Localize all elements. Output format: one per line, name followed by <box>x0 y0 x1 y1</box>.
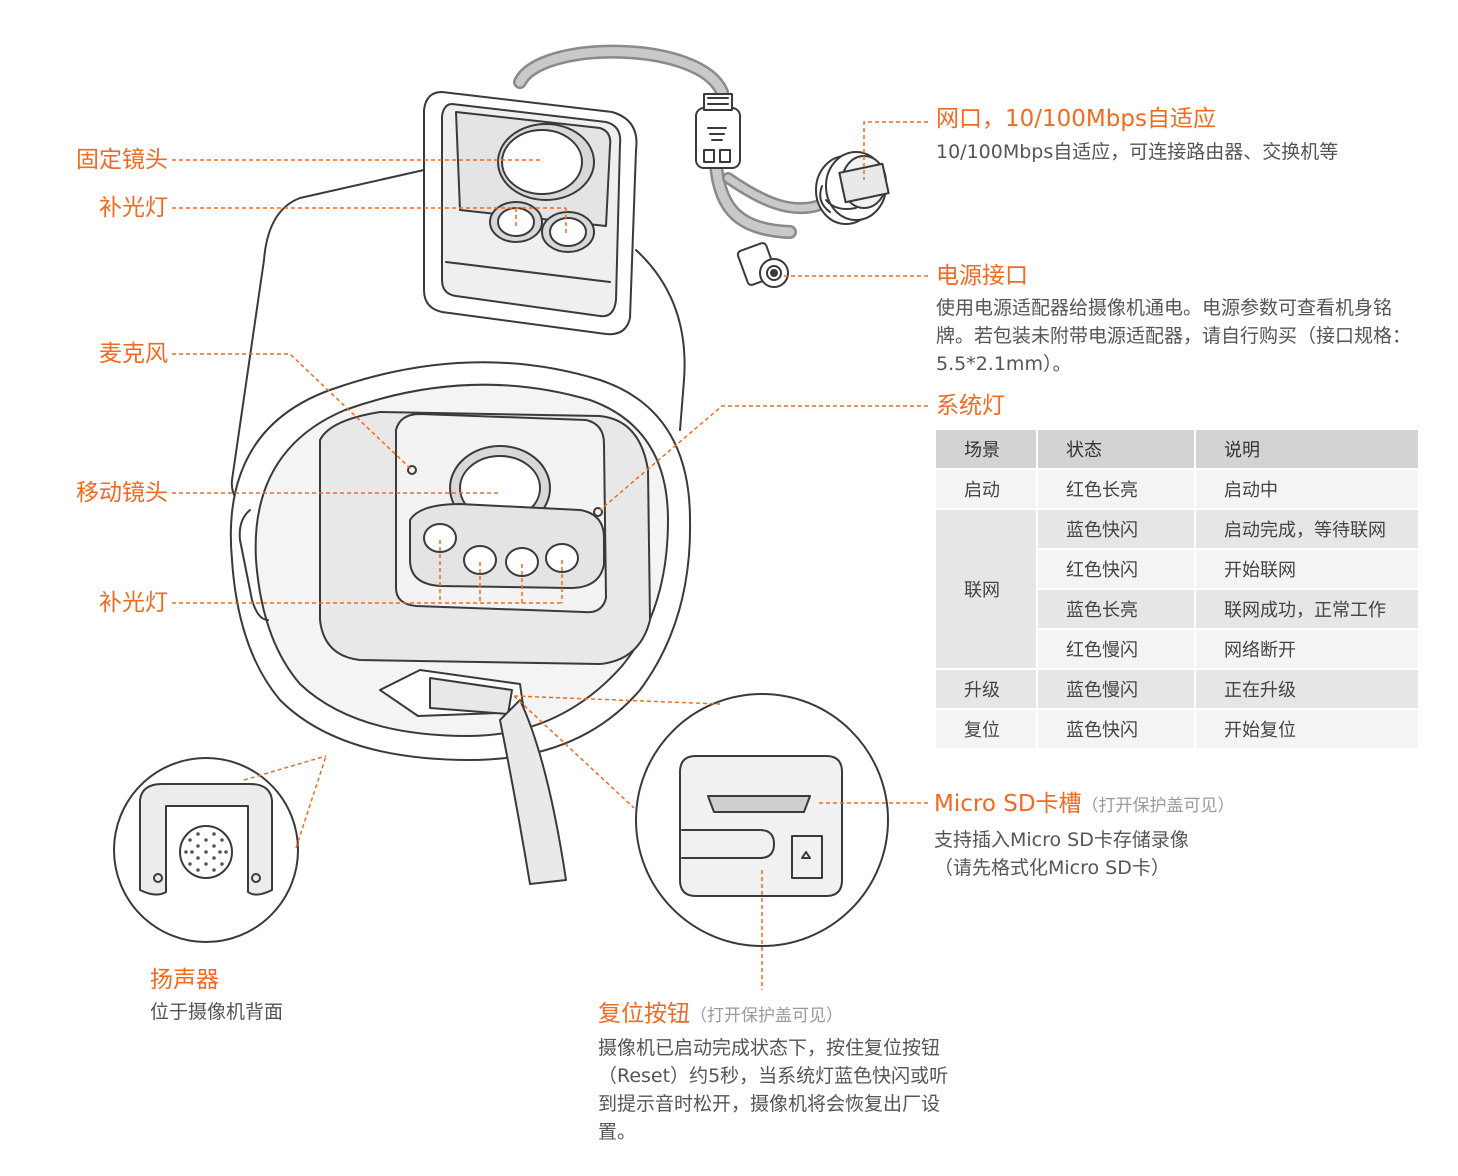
power-desc: 使用电源适配器给摄像机通电。电源参数可查看机身铭牌。若包装未附带电源适配器，请自… <box>936 297 1412 375</box>
sd-desc-1: 支持插入Micro SD卡存储录像 <box>934 829 1189 851</box>
label-reset-button: 复位按钮（打开保护盖可见） <box>598 1000 843 1030</box>
header-scene: 场景 <box>936 430 1038 470</box>
sd-cover <box>499 699 567 885</box>
table-row: 升级 蓝色慢闪 正在升级 <box>936 669 1420 710</box>
system-light <box>593 507 603 517</box>
cell-desc: 启动完成，等待联网 <box>1195 509 1420 550</box>
cell-desc: 开始复位 <box>1195 709 1420 750</box>
cell-state: 蓝色快闪 <box>1037 709 1196 750</box>
label-system-light: 系统灯 <box>936 393 1005 419</box>
status-table: 场景 状态 说明 启动 红色长亮 启动中 联网 蓝色快闪 启动完成，等待联网 红… <box>936 430 1420 750</box>
table-row: 红色慢闪 网络断开 <box>936 629 1420 670</box>
cell-state: 蓝色长亮 <box>1037 589 1196 630</box>
cell-state: 蓝色快闪 <box>1037 509 1196 550</box>
table-row: 启动 红色长亮 启动中 <box>936 469 1420 510</box>
leader-lines <box>172 121 928 990</box>
microphone-hole <box>407 465 417 475</box>
reset-title: 复位按钮 <box>598 1001 690 1027</box>
cell-scene: 联网 <box>936 509 1038 670</box>
header-desc: 说明 <box>1195 430 1420 470</box>
table-row: 联网 蓝色快闪 启动完成，等待联网 <box>936 509 1420 670</box>
label-power-port: 电源接口 <box>936 263 1028 289</box>
cell-state: 红色快闪 <box>1037 549 1196 590</box>
table-row: 复位 蓝色快闪 开始复位 <box>936 709 1420 750</box>
label-fill-light-top: 补光灯 <box>99 195 168 221</box>
sd-title: Micro SD卡槽 <box>934 791 1082 817</box>
table-header: 场景 状态 说明 <box>936 430 1420 470</box>
rj45-connector <box>815 151 890 225</box>
table-row: 蓝色长亮 联网成功，正常工作 <box>936 589 1420 630</box>
dc-power-connector <box>736 242 789 288</box>
label-microphone: 麦克风 <box>99 341 168 367</box>
network-desc: 10/100Mbps自适应，可连接路由器、交换机等 <box>936 141 1339 163</box>
speaker-dots <box>184 832 228 872</box>
label-sd-slot: Micro SD卡槽（打开保护盖可见） <box>934 790 1235 820</box>
label-speaker: 扬声器 <box>150 967 219 993</box>
speaker-desc: 位于摄像机背面 <box>150 1001 284 1023</box>
cell-state: 红色慢闪 <box>1037 629 1196 670</box>
header-state: 状态 <box>1037 430 1196 470</box>
cable-splitter <box>695 107 741 169</box>
label-fixed-lens: 固定镜头 <box>76 147 168 173</box>
cell-state: 蓝色慢闪 <box>1037 669 1196 710</box>
label-ptz-lens: 移动镜头 <box>76 480 168 506</box>
cell-desc: 开始联网 <box>1195 549 1420 590</box>
sd-desc-2: （请先格式化Micro SD卡） <box>934 857 1170 879</box>
cell-desc: 正在升级 <box>1195 669 1420 710</box>
label-fill-light-bottom: 补光灯 <box>99 590 168 616</box>
cell-scene: 启动 <box>936 469 1038 510</box>
cell-desc: 联网成功，正常工作 <box>1195 589 1420 630</box>
cell-desc: 启动中 <box>1195 469 1420 510</box>
reset-desc: 摄像机已启动完成状态下，按住复位按钮（Reset）约5秒，当系统灯蓝色快闪或听到… <box>598 1037 949 1143</box>
label-network-port: 网口，10/100Mbps自适应 <box>936 106 1216 132</box>
cell-desc: 网络断开 <box>1195 629 1420 670</box>
cell-scene: 复位 <box>936 709 1038 750</box>
fill-light-leds <box>423 523 579 577</box>
cell-scene: 升级 <box>936 669 1038 710</box>
reset-note: （打开保护盖可见） <box>690 1006 843 1026</box>
table-row: 红色快闪 开始联网 <box>936 549 1420 590</box>
cell-state: 红色长亮 <box>1037 469 1196 510</box>
sd-note: （打开保护盖可见） <box>1081 796 1235 816</box>
